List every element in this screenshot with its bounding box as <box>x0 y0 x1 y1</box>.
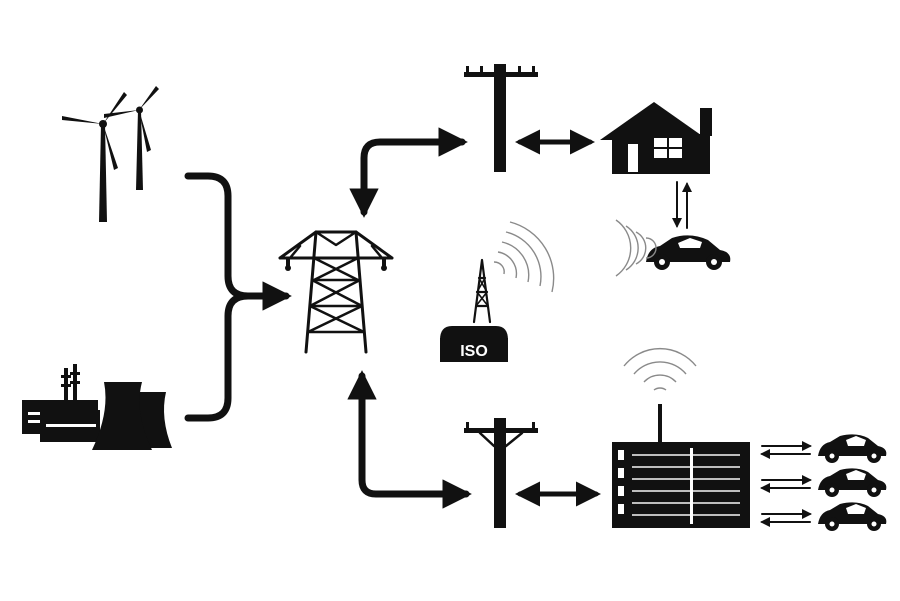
car-icon <box>818 502 887 531</box>
wind-turbines-icon <box>62 86 159 222</box>
garage-car-links <box>760 441 812 527</box>
utility-pole-icon <box>464 418 538 528</box>
iso-radio-tower-icon: ISO <box>440 258 508 362</box>
transmission-to-pole-upper <box>349 127 468 218</box>
transmission-tower-icon <box>278 230 394 354</box>
signal-waves-icon <box>615 219 657 277</box>
house-icon <box>600 102 712 174</box>
garage-signal-waves-icon <box>623 348 697 391</box>
power-plant-icon <box>22 364 172 450</box>
utility-pole-icon <box>464 64 538 172</box>
house-car-link <box>672 181 692 229</box>
parking-garage-icon <box>612 404 750 528</box>
iso-label: ISO <box>460 343 488 360</box>
car-icon <box>646 235 731 270</box>
generation-connector <box>184 172 292 422</box>
car-icon <box>818 468 887 497</box>
iso-signal-waves-icon <box>493 221 555 293</box>
car-icon <box>818 434 887 463</box>
transmission-to-pole-lower <box>347 370 472 509</box>
